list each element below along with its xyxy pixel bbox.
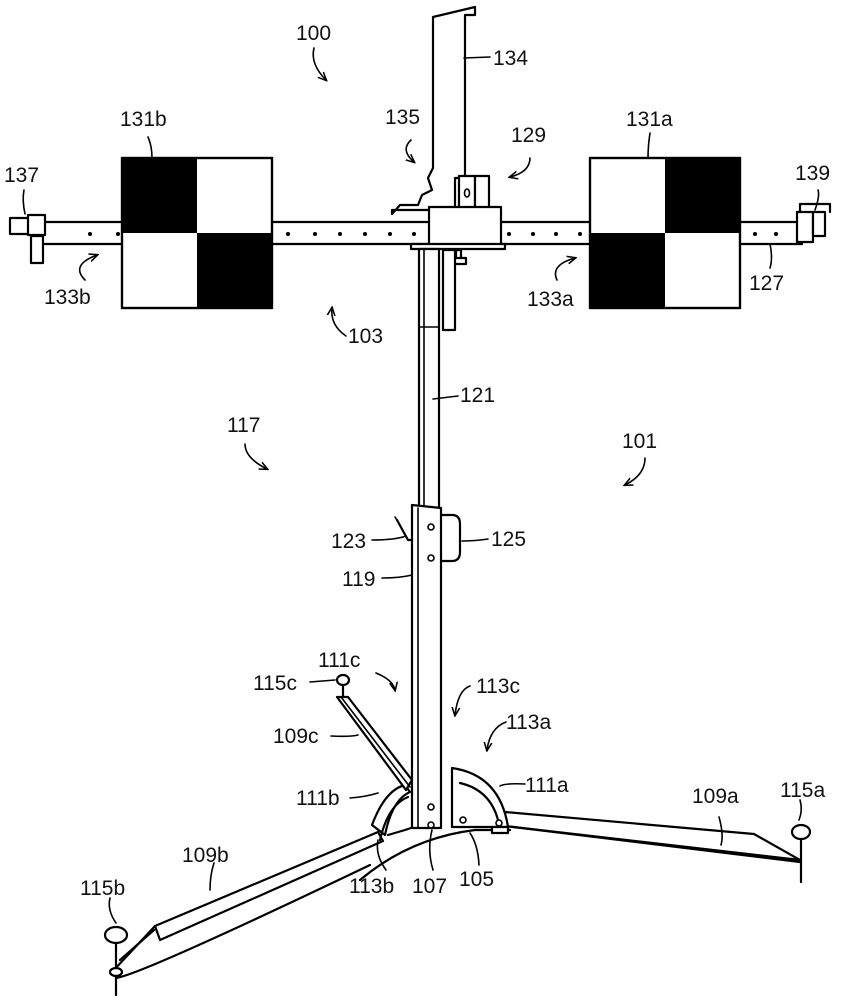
upper-mast xyxy=(417,247,441,513)
target-left xyxy=(120,156,274,310)
label-117: 117 xyxy=(227,414,260,437)
label-113a: 113a xyxy=(506,711,551,734)
label-111a: 111a xyxy=(525,774,569,797)
foot-left xyxy=(103,925,129,997)
label-107: 107 xyxy=(412,875,447,898)
leg-rear xyxy=(335,695,414,792)
label-134: 134 xyxy=(493,47,528,70)
label-139: 139 xyxy=(795,162,830,185)
label-115a: 115a xyxy=(780,779,825,802)
label-119: 119 xyxy=(342,568,375,591)
hinge-right xyxy=(450,766,510,835)
label-109b: 109b xyxy=(182,844,229,867)
label-115b: 115b xyxy=(80,877,125,900)
end-clamp-left xyxy=(8,213,47,265)
foot-right xyxy=(790,823,812,884)
reference-labels: 100 134 135 129 131b 131a 137 139 133b 1… xyxy=(4,22,830,900)
label-100: 100 xyxy=(296,22,331,45)
foot-rear xyxy=(335,673,351,699)
slide-block xyxy=(409,205,507,332)
handle xyxy=(439,513,462,563)
label-121: 121 xyxy=(460,384,495,407)
label-123: 123 xyxy=(331,530,366,553)
label-125: 125 xyxy=(491,528,526,551)
label-103: 103 xyxy=(348,325,383,348)
label-109a: 109a xyxy=(692,785,739,808)
target-right xyxy=(588,156,742,310)
base-hub xyxy=(358,828,512,882)
leader-lines xyxy=(22,47,820,924)
crossbar-holes xyxy=(88,232,778,236)
label-105: 105 xyxy=(459,868,494,891)
hinge-left xyxy=(370,783,413,842)
end-clamp-right xyxy=(795,202,832,244)
label-135: 135 xyxy=(385,106,420,129)
label-113b: 113b xyxy=(349,875,394,898)
label-133b: 133b xyxy=(44,286,91,309)
label-129: 129 xyxy=(511,124,546,147)
leg-left xyxy=(111,830,385,980)
label-133a: 133a xyxy=(527,288,574,311)
label-115c: 115c xyxy=(253,672,297,695)
latch-pin xyxy=(394,516,414,542)
vertical-plate xyxy=(390,5,491,216)
label-137: 137 xyxy=(4,164,39,187)
leg-right xyxy=(503,810,802,864)
label-113c: 113c xyxy=(476,675,520,698)
label-111b: 111b xyxy=(296,787,340,810)
label-131a: 131a xyxy=(626,108,673,131)
label-101: 101 xyxy=(622,430,657,453)
label-111c: 111c xyxy=(318,649,360,672)
lower-mast xyxy=(410,503,443,830)
label-109c: 109c xyxy=(273,725,319,748)
label-127: 127 xyxy=(749,272,784,295)
label-131b: 131b xyxy=(120,108,167,131)
